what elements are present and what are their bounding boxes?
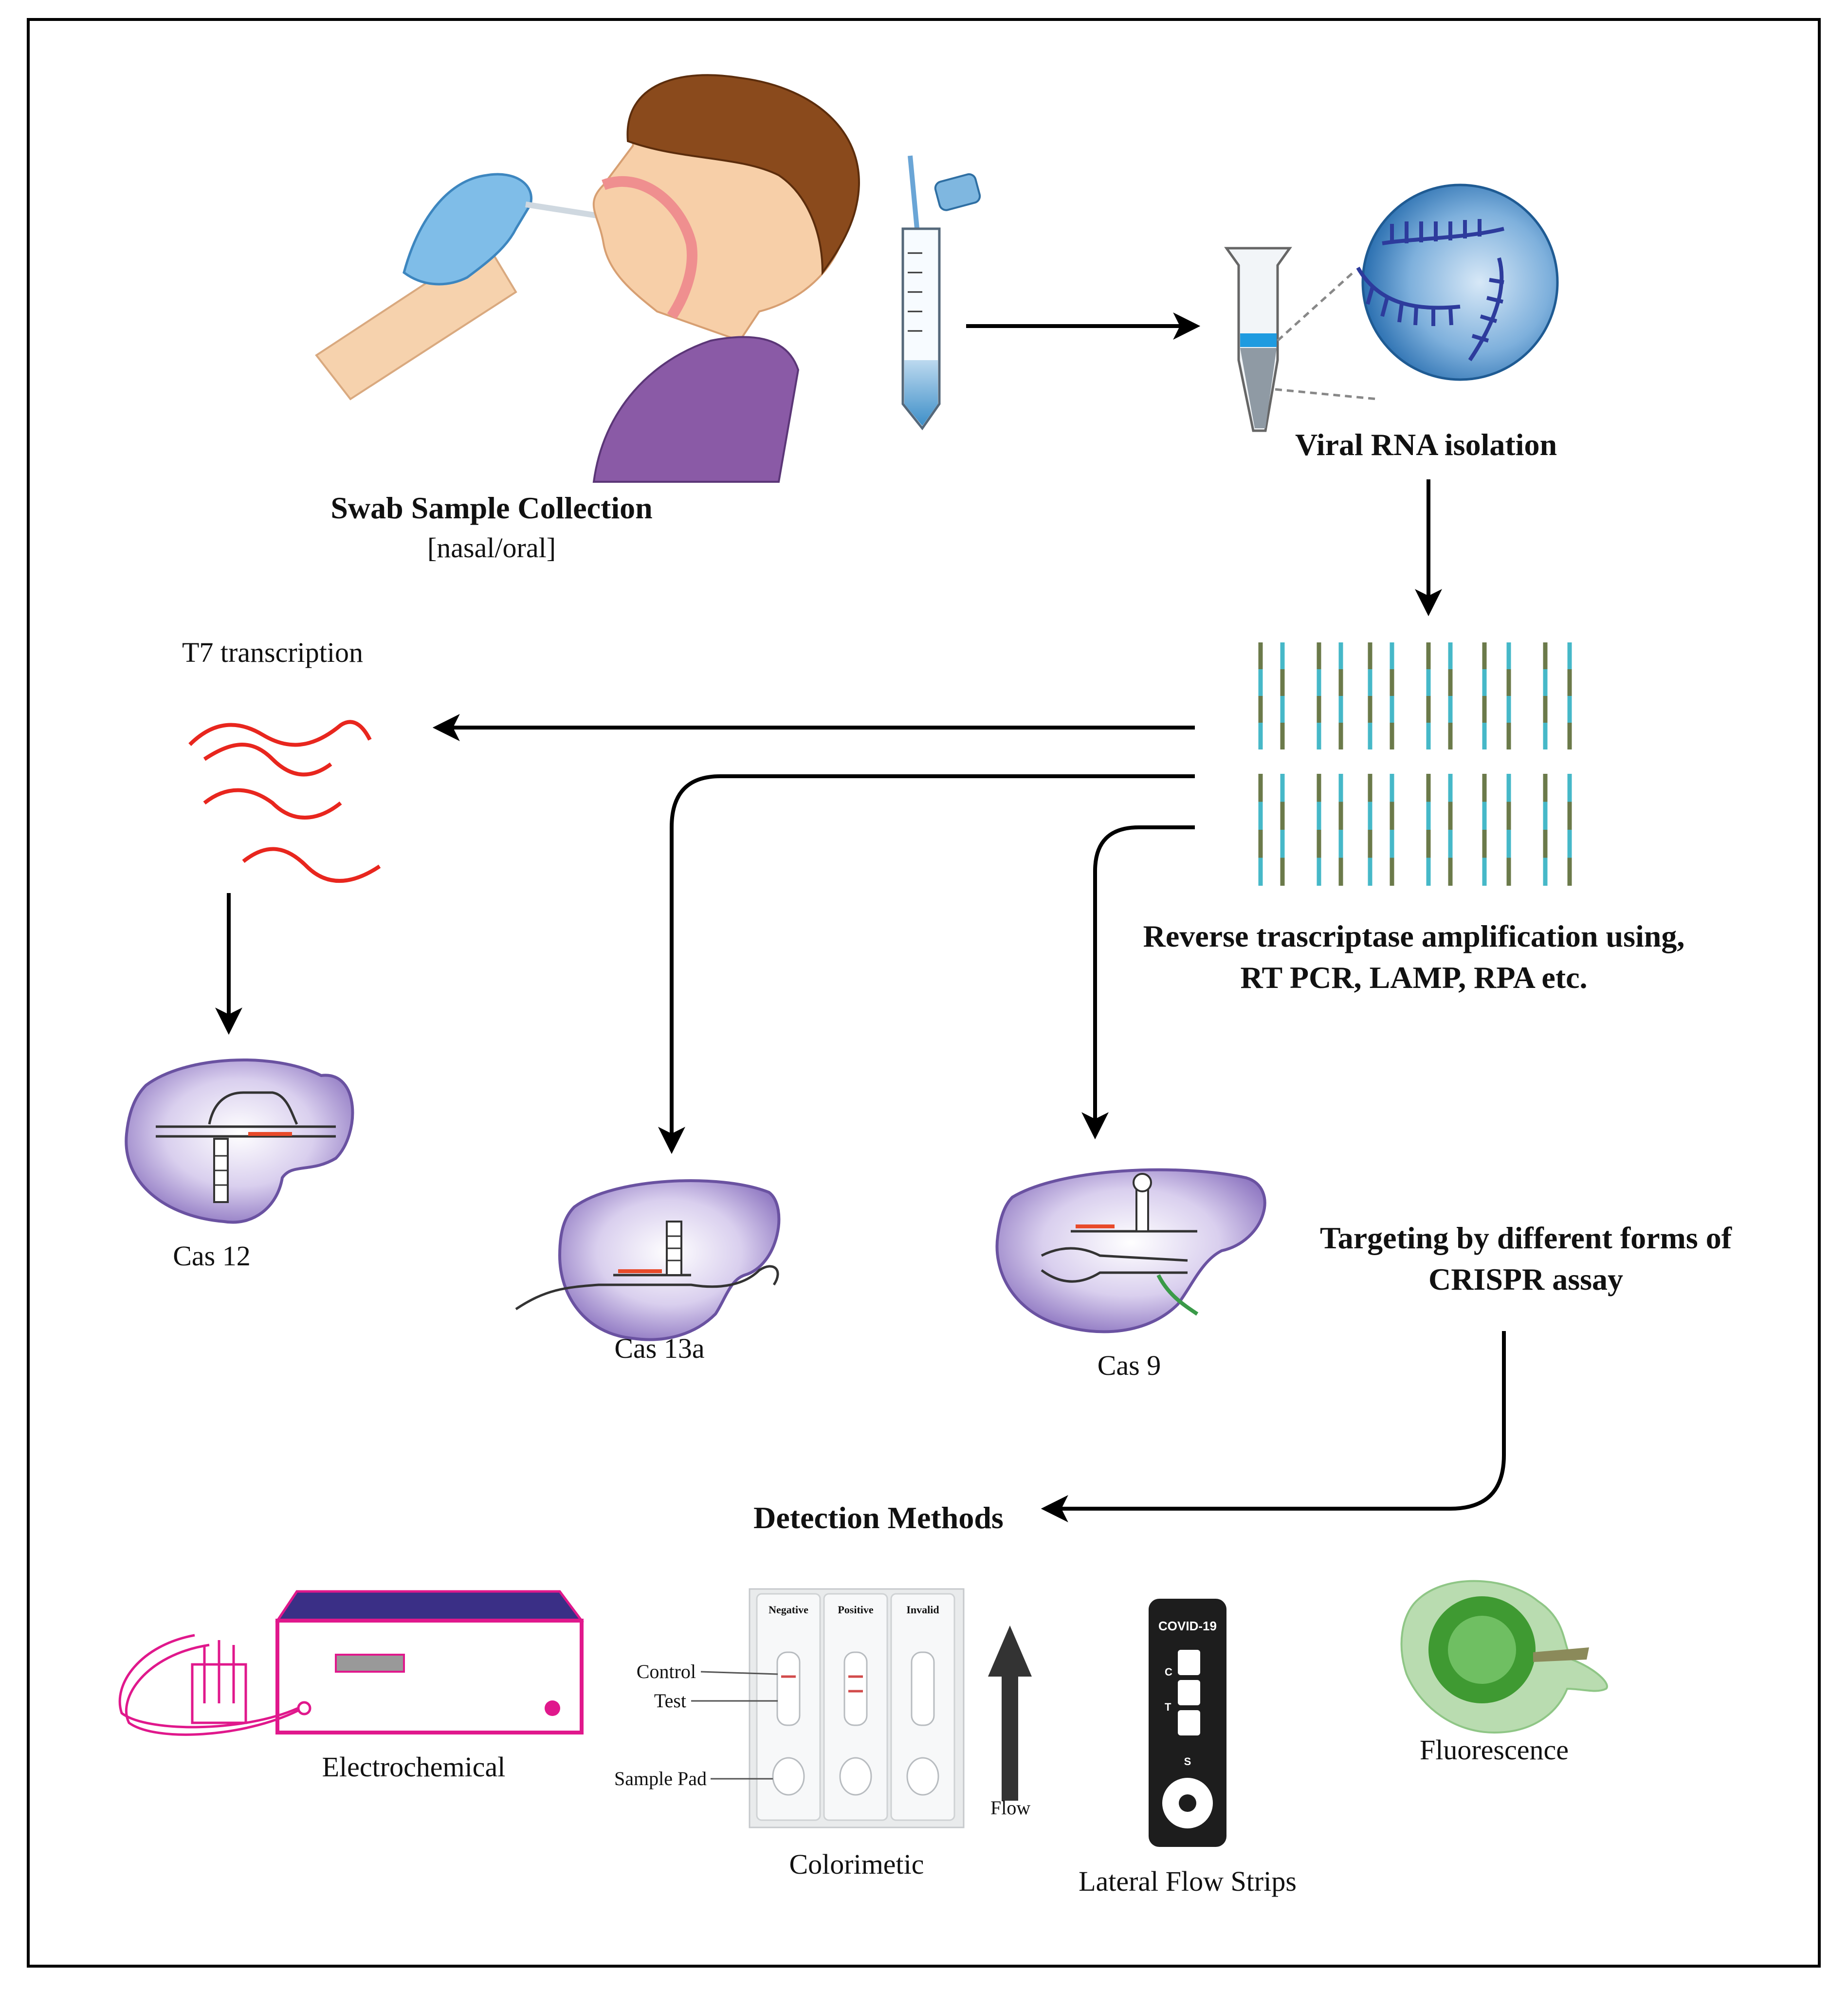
- flow-label: Flow: [990, 1797, 1030, 1819]
- t7-rna-waves: [188, 720, 381, 883]
- cas13a-protein: [515, 1179, 781, 1341]
- strip-positive-label: Positive: [838, 1604, 874, 1616]
- cas9-protein: [995, 1168, 1266, 1333]
- swab-title: Swab Sample Collection: [330, 491, 652, 525]
- mark-t: T: [1165, 1701, 1171, 1713]
- swab-subtitle: [nasal/oral]: [427, 532, 556, 564]
- colorimetric-strips: Negative Positive Invalid: [691, 1588, 1032, 1828]
- amplification-line1: Reverse trascriptase amplification using…: [1143, 919, 1685, 953]
- rna-title: Viral RNA isolation: [1295, 427, 1557, 462]
- cas12-label: Cas 12: [173, 1240, 251, 1272]
- targeting-line2: CRISPR assay: [1428, 1262, 1623, 1296]
- fluorescence-label: Fluorescence: [1420, 1734, 1569, 1766]
- t7-title: T7 transcription: [182, 637, 363, 668]
- cas13a-label: Cas 13a: [614, 1333, 704, 1364]
- arrow-to-cas13a: [658, 774, 1195, 1154]
- detection-title: Detection Methods: [753, 1500, 1004, 1535]
- sample-tube-illustration: [901, 155, 981, 431]
- amplification-strands: [1258, 642, 1572, 886]
- arrow-to-cas9: [1081, 825, 1195, 1140]
- mark-c: C: [1165, 1666, 1172, 1678]
- colorimetric-label: Colorimetic: [789, 1848, 924, 1880]
- targeting-line1: Targeting by different forms of: [1320, 1221, 1732, 1255]
- outer-frame: [27, 18, 1821, 1968]
- arrow-to-detection: [1041, 1331, 1506, 1522]
- lateral-flow-device: COVID-19 C T S: [1149, 1599, 1226, 1847]
- electrochemical-label: Electrochemical: [322, 1751, 506, 1783]
- mark-s: S: [1184, 1755, 1191, 1768]
- amplification-line2: RT PCR, LAMP, RPA etc.: [1241, 960, 1588, 995]
- lateral-flow-label: Lateral Flow Strips: [1079, 1865, 1297, 1897]
- covid-title: COVID-19: [1158, 1619, 1217, 1633]
- control-label: Control: [637, 1661, 696, 1682]
- electrochemical-device: [118, 1590, 584, 1736]
- swab-collection-illustration: [315, 74, 860, 483]
- cas12-protein: [125, 1059, 354, 1224]
- fluorescence-cell: [1400, 1580, 1608, 1734]
- test-label: Test: [654, 1690, 686, 1712]
- cas9-label: Cas 9: [1098, 1350, 1161, 1381]
- strip-negative-label: Negative: [768, 1604, 808, 1616]
- strip-invalid-label: Invalid: [906, 1604, 939, 1616]
- rna-isolation-illustration: [1224, 183, 1559, 432]
- sample-pad-label: Sample Pad: [614, 1768, 707, 1789]
